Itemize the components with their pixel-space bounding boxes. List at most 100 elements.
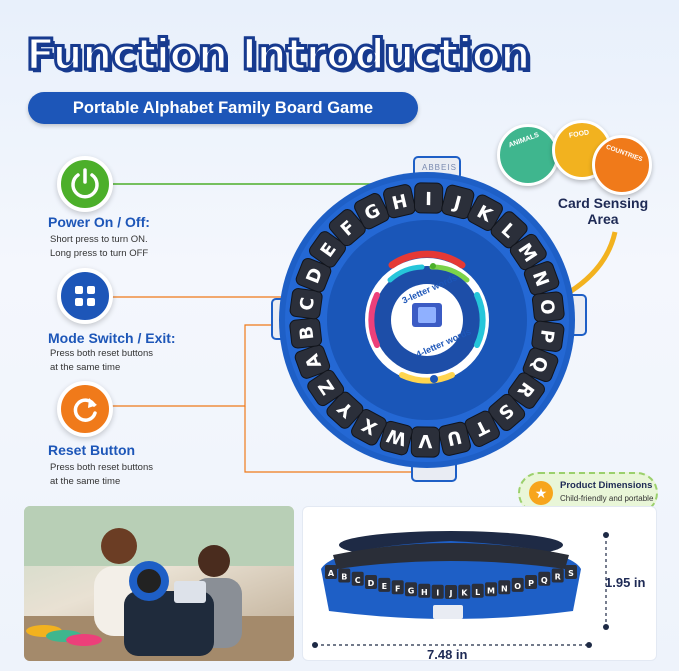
power-icon [57, 156, 113, 212]
side-letter-m: M [485, 582, 497, 597]
letter-tile-x[interactable]: X [349, 407, 388, 447]
reset-desc-line2: at the same time [50, 476, 121, 487]
mode-title: Mode Switch / Exit: [48, 330, 176, 346]
card-sensing-line1: Card Sensing [557, 195, 649, 211]
letter-tile-a[interactable]: A [294, 343, 332, 380]
svg-text:P: P [535, 328, 558, 344]
letter-tile-b[interactable]: B [289, 317, 323, 349]
svg-text:D: D [368, 579, 375, 588]
svg-text:H: H [390, 191, 409, 215]
power-desc-line1: Short press to turn ON. [50, 234, 148, 245]
svg-text:D: D [302, 265, 327, 287]
letter-tile-e[interactable]: E [307, 229, 348, 269]
letter-tile-q[interactable]: Q [521, 346, 559, 383]
star-icon: ★ [529, 481, 553, 505]
svg-text:L: L [475, 588, 480, 597]
mode-desc: Press both reset buttons at the same tim… [50, 347, 200, 375]
letter-tile-n[interactable]: N [523, 260, 561, 297]
letter-tile-h[interactable]: H [382, 183, 416, 219]
dimensions-title: Product Dimensions [560, 480, 653, 491]
svg-text:N: N [528, 268, 553, 289]
height-label: 1.95 in [605, 575, 646, 590]
letter-tile-d[interactable]: D [294, 257, 332, 294]
letter-tile-r[interactable]: R [506, 370, 547, 410]
card-countries: COUNTRIES [592, 135, 652, 195]
side-letter-g: G [405, 582, 417, 597]
card-countries-label: COUNTRIES [604, 143, 644, 164]
svg-text:V: V [418, 430, 432, 451]
side-letter-a: A [325, 565, 337, 579]
svg-text:A: A [302, 351, 327, 371]
svg-text:K: K [461, 589, 468, 598]
letter-tile-y[interactable]: Y [324, 390, 365, 431]
letter-tile-i[interactable]: I [413, 182, 444, 214]
letter-tile-l[interactable]: L [489, 209, 530, 250]
svg-text:E: E [382, 582, 387, 591]
grid-icon [57, 268, 113, 324]
letter-tile-f[interactable]: F [327, 207, 368, 248]
mode-desc-line2: at the same time [50, 362, 121, 373]
reset-desc: Press both reset buttons at the same tim… [50, 461, 200, 489]
svg-text:O: O [514, 582, 521, 591]
card-animals-label: ANIMALS [507, 131, 541, 150]
mode-desc-line1: Press both reset buttons [50, 348, 153, 359]
letter-tile-o[interactable]: O [531, 291, 565, 323]
letter-tile-w[interactable]: W [379, 420, 414, 456]
side-letter-c: C [351, 571, 364, 586]
letter-tile-u[interactable]: U [438, 421, 472, 457]
svg-text:Q: Q [527, 353, 552, 375]
svg-text:H: H [421, 588, 428, 597]
page-title: Function Introduction [25, 29, 533, 82]
svg-text:M: M [487, 586, 495, 595]
svg-text:S: S [568, 569, 574, 578]
side-letter-b: B [338, 568, 351, 583]
svg-text:P: P [528, 579, 534, 588]
letter-tile-p[interactable]: P [531, 320, 565, 352]
side-letter-s: S [565, 565, 577, 579]
svg-text:O: O [536, 298, 559, 315]
card-animals: ANIMALS [497, 124, 559, 186]
letter-tile-k[interactable]: K [466, 193, 505, 233]
side-letter-e: E [378, 577, 391, 592]
power-title: Power On / Off: [48, 214, 150, 230]
svg-text:Q: Q [541, 576, 548, 585]
side-letter-i: I [431, 584, 444, 599]
svg-text:B: B [341, 573, 347, 582]
letter-tile-v[interactable]: V [410, 426, 441, 458]
side-letter-l: L [471, 583, 484, 598]
subtitle-pill: Portable Alphabet Family Board Game [28, 92, 418, 124]
svg-text:N: N [501, 584, 508, 593]
svg-text:J: J [449, 589, 453, 598]
svg-text:C: C [296, 296, 319, 312]
letter-tile-m[interactable]: M [508, 232, 549, 272]
brand-tag: ABBEIS [422, 163, 457, 172]
card-sensing-label: Card Sensing Area [548, 195, 658, 227]
side-letter-f: F [391, 580, 404, 595]
card-sensing-line2: Area [587, 211, 619, 227]
reset-icon [57, 381, 113, 437]
side-letter-d: D [365, 575, 377, 589]
width-label: 7.48 in [427, 647, 468, 662]
dimensions-subtitle: Child-friendly and portable [560, 494, 654, 503]
letter-tile-s[interactable]: S [486, 392, 527, 433]
letter-tile-g[interactable]: G [353, 191, 392, 230]
letter-tile-c[interactable]: C [289, 288, 323, 320]
letter-tile-j[interactable]: J [440, 184, 475, 220]
side-letter-j: J [445, 585, 457, 599]
power-desc-line2: Long press to turn OFF [50, 248, 149, 259]
side-letter-n: N [498, 580, 511, 595]
svg-text:A: A [328, 569, 335, 578]
side-letter-p: P [525, 575, 537, 589]
reset-desc-line1: Press both reset buttons [50, 462, 153, 473]
letter-tile-z[interactable]: Z [305, 368, 346, 408]
svg-text:R: R [555, 573, 561, 582]
svg-text:I: I [425, 189, 432, 210]
side-letter-q: Q [538, 571, 551, 586]
letter-tile-t[interactable]: T [463, 409, 502, 448]
card-food-label: FOOD [568, 129, 590, 140]
side-letter-k: K [458, 584, 471, 599]
svg-text:B: B [296, 325, 318, 341]
svg-text:F: F [395, 584, 400, 593]
svg-text:C: C [355, 576, 361, 585]
